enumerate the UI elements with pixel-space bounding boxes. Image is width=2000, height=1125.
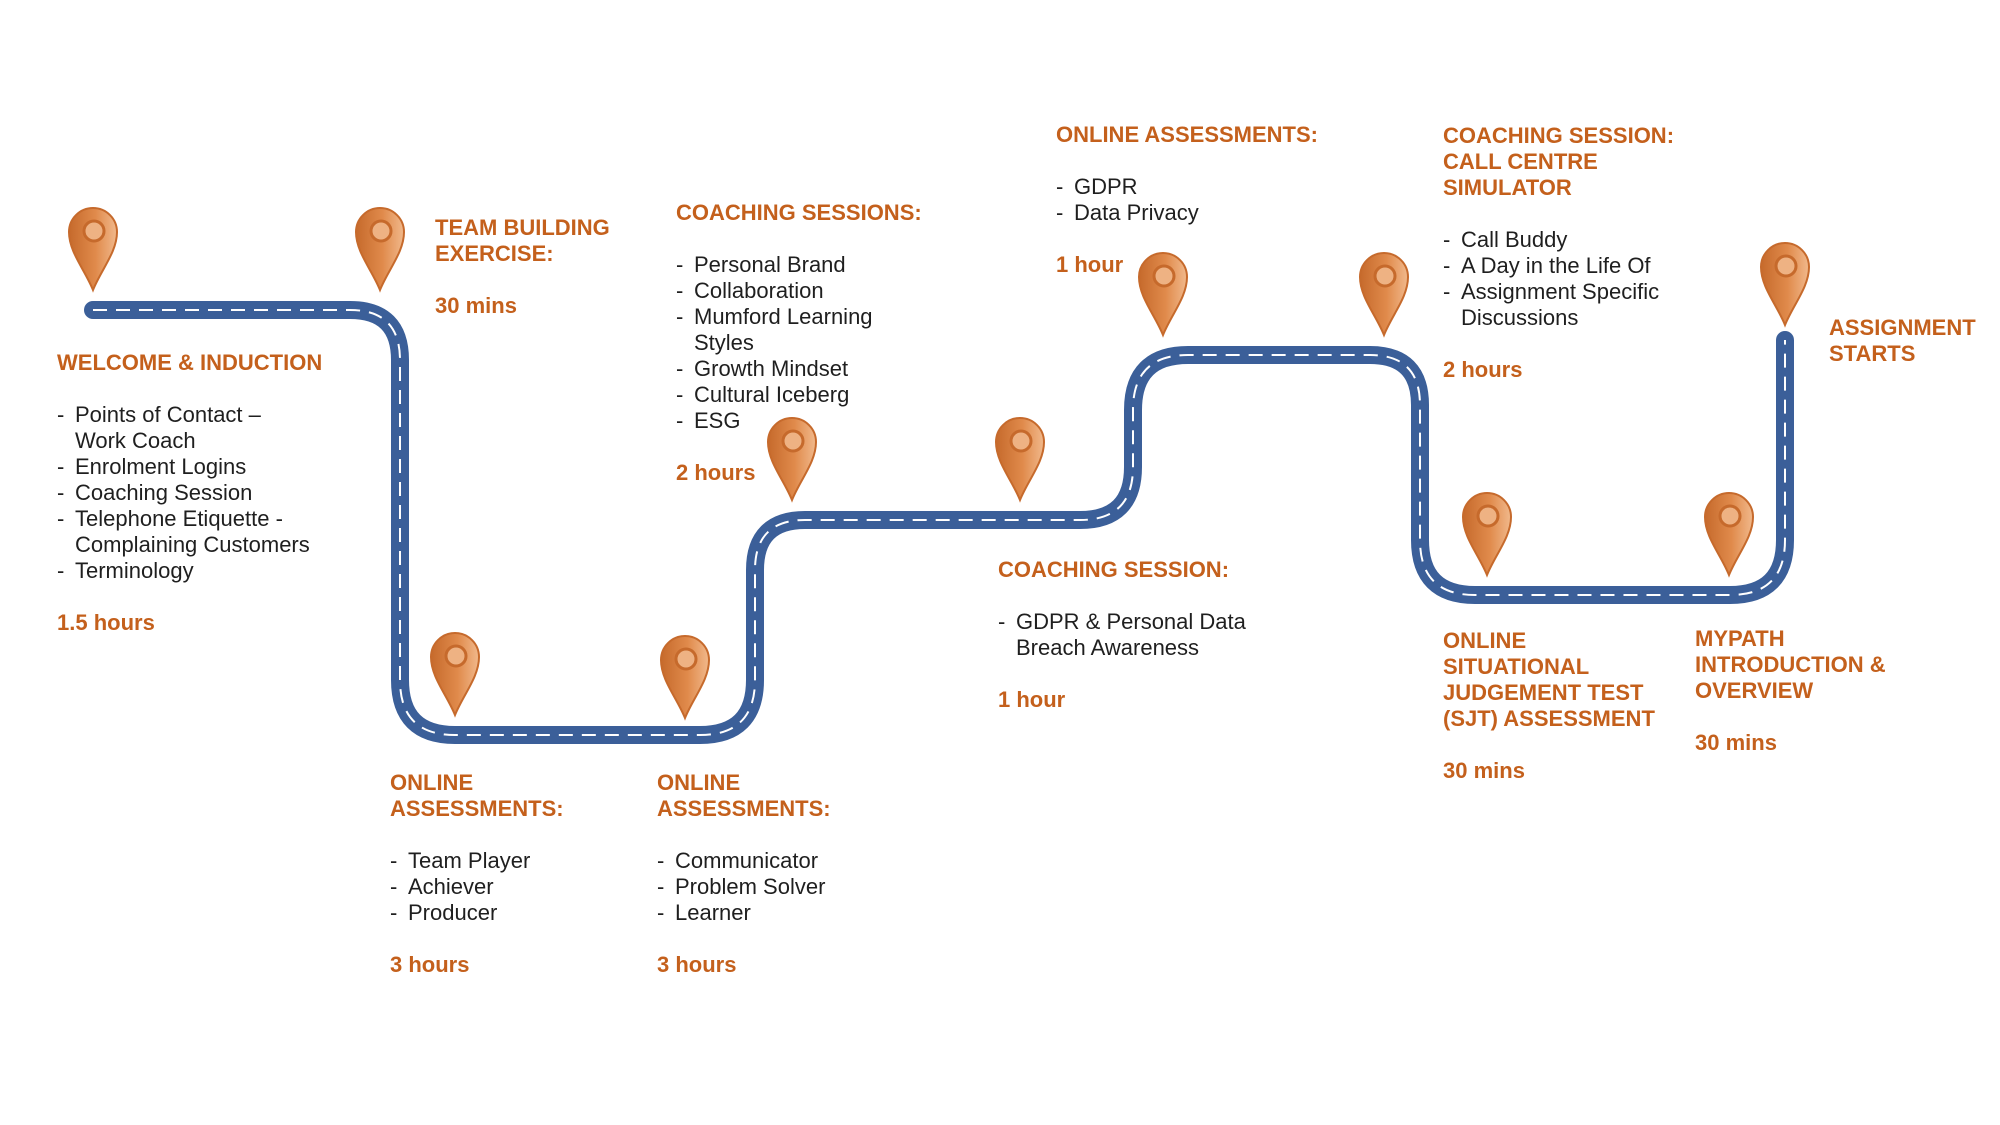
step-topic: Cultural Iceberg [676, 382, 922, 408]
step-topics: Points of Contact – Work CoachEnrolment … [57, 402, 322, 584]
map-pin-icon [354, 207, 406, 293]
step-title: ONLINE ASSESSMENTS: [1056, 122, 1318, 147]
step-topic: Problem Solver [657, 874, 831, 900]
step-duration: 30 mins [435, 293, 517, 318]
step-topic: Call Buddy [1443, 227, 1674, 253]
step-duration: 2 hours [676, 460, 756, 485]
step-topics: GDPR & Personal Data Breach Awareness [998, 609, 1246, 661]
step-7: ONLINE ASSESSMENTS: GDPRData Privacy 1 hou… [1056, 122, 1318, 278]
map-pin-icon [1759, 242, 1811, 328]
map-pin-icon [67, 207, 119, 293]
step-title: ASSIGNMENT STARTS [1829, 315, 1976, 366]
map-pin-icon [659, 635, 711, 721]
step-topic: Producer [390, 900, 564, 926]
map-pin-icon [1137, 252, 1189, 338]
step-8: COACHING SESSION: CALL CENTRE SIMULATOR C… [1443, 123, 1674, 383]
step-title: COACHING SESSION: CALL CENTRE SIMULATOR [1443, 123, 1675, 200]
step-title: MYPATH INTRODUCTION & OVERVIEW [1695, 626, 1886, 703]
step-topic: Telephone Etiquette - Complaining Custom… [57, 506, 322, 558]
step-topic: Learner [657, 900, 831, 926]
step-topic: Communicator [657, 848, 831, 874]
step-topic: Enrolment Logins [57, 454, 322, 480]
step-title: ONLINE ASSESSMENTS: [657, 770, 831, 821]
step-title: ONLINE ASSESSMENTS: [390, 770, 564, 821]
step-title: TEAM BUILDING EXERCISE: [435, 215, 610, 266]
step-11: ASSIGNMENT STARTS [1829, 315, 1976, 367]
step-duration: 30 mins [1443, 758, 1525, 783]
map-pin-icon [1703, 492, 1755, 578]
step-4: ONLINE ASSESSMENTS: CommunicatorProblem S… [657, 770, 831, 978]
step-10: MYPATH INTRODUCTION & OVERVIEW 30 mins [1695, 626, 1886, 756]
step-topic: Data Privacy [1056, 200, 1318, 226]
step-duration: 3 hours [390, 952, 470, 977]
step-title: COACHING SESSION: [998, 557, 1230, 582]
step-topic: GDPR & Personal Data Breach Awareness [998, 609, 1246, 661]
road-center-dashes [93, 309, 1786, 736]
step-topic: ESG [676, 408, 922, 434]
step-topic: Mumford Learning Styles [676, 304, 922, 356]
step-topics: CommunicatorProblem SolverLearner [657, 848, 831, 926]
step-title: WELCOME & INDUCTION [57, 350, 323, 375]
step-topics: Personal BrandCollaborationMumford Learn… [676, 252, 922, 434]
step-duration: 1.5 hours [57, 610, 155, 635]
step-topics: Team PlayerAchieverProducer [390, 848, 564, 926]
step-3: ONLINE ASSESSMENTS: Team PlayerAchieverPr… [390, 770, 564, 978]
step-1: WELCOME & INDUCTION Points of Contact – W… [57, 350, 322, 636]
step-duration: 1 hour [998, 687, 1066, 712]
step-topic: Achiever [390, 874, 564, 900]
step-topic: Points of Contact – Work Coach [57, 402, 322, 454]
step-topic: A Day in the Life Of [1443, 253, 1674, 279]
step-topic: Team Player [390, 848, 564, 874]
step-topic: Personal Brand [676, 252, 922, 278]
step-topic: Assignment Specific Discussions [1443, 279, 1674, 331]
map-pin-icon [429, 632, 481, 718]
step-topic: GDPR [1056, 174, 1318, 200]
step-duration: 2 hours [1443, 357, 1523, 382]
step-topics: GDPRData Privacy [1056, 174, 1318, 226]
step-topic: Terminology [57, 558, 322, 584]
step-title: COACHING SESSIONS: [676, 200, 922, 225]
step-duration: 1 hour [1056, 252, 1124, 277]
step-topic: Coaching Session [57, 480, 322, 506]
map-pin-icon [1461, 492, 1513, 578]
step-topic: Collaboration [676, 278, 922, 304]
step-2: TEAM BUILDING EXERCISE: 30 mins [435, 215, 610, 319]
step-topics: Call BuddyA Day in the Life OfAssignment… [1443, 227, 1674, 331]
step-duration: 3 hours [657, 952, 737, 977]
step-5: COACHING SESSIONS: Personal BrandCollabor… [676, 200, 922, 486]
step-9: ONLINE SITUATIONAL JUDGEMENT TEST (SJT) … [1443, 628, 1655, 784]
map-pin-icon [1358, 252, 1410, 338]
step-topic: Growth Mindset [676, 356, 922, 382]
step-title: ONLINE SITUATIONAL JUDGEMENT TEST (SJT) … [1443, 628, 1655, 731]
step-duration: 30 mins [1695, 730, 1777, 755]
map-pin-icon [994, 417, 1046, 503]
step-6: COACHING SESSION: GDPR & Personal Data Br… [998, 557, 1246, 713]
